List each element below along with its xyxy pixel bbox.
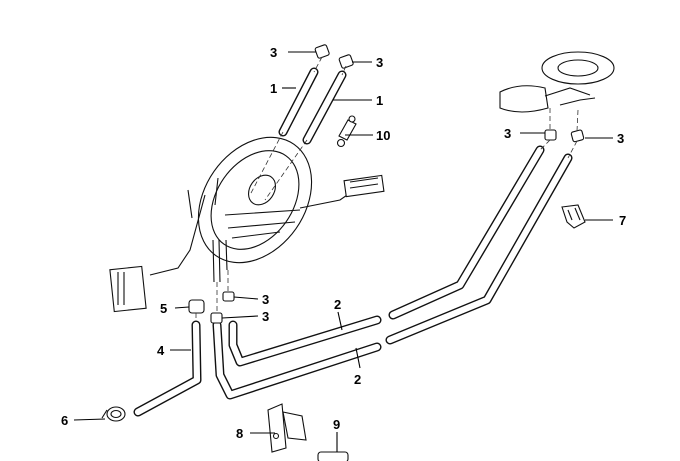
callout-3-mid-b: 3 bbox=[262, 309, 269, 324]
vent-flange-unit bbox=[499, 51, 615, 113]
callout-7: 7 bbox=[619, 213, 626, 228]
callout-1-right: 1 bbox=[376, 93, 383, 108]
clamp-right-a bbox=[544, 129, 557, 141]
bracket-8 bbox=[267, 403, 307, 453]
callout-4: 4 bbox=[157, 343, 165, 358]
callout-8: 8 bbox=[236, 426, 243, 441]
callout-1-left: 1 bbox=[270, 81, 277, 96]
hose-1-left bbox=[278, 67, 319, 137]
hose-clamp-6 bbox=[101, 406, 126, 422]
hose-2-upper bbox=[388, 145, 545, 320]
clamp-right-b bbox=[570, 129, 585, 143]
callout-2-upper: 2 bbox=[334, 297, 341, 312]
callout-3-right-a: 3 bbox=[504, 126, 511, 141]
hose-2-lower-a bbox=[228, 315, 382, 367]
hose-1-right bbox=[302, 70, 347, 145]
hose-2-upper-right bbox=[385, 153, 573, 345]
clamp-top-right bbox=[338, 54, 354, 69]
fitting-10 bbox=[336, 115, 357, 148]
callout-3-mid-a: 3 bbox=[262, 292, 269, 307]
callout-3-top-left: 3 bbox=[270, 45, 277, 60]
hose-4 bbox=[133, 320, 202, 417]
hose-2-lower-b bbox=[212, 320, 382, 400]
callout-3-top-right: 3 bbox=[376, 55, 383, 70]
clip-7 bbox=[561, 204, 586, 229]
callout-3-right-b: 3 bbox=[617, 131, 624, 146]
clamp-mid-a bbox=[222, 291, 235, 302]
level-sensor-block bbox=[109, 265, 147, 313]
callout-2-lower: 2 bbox=[354, 372, 361, 387]
callout-9: 9 bbox=[333, 417, 340, 432]
callout-10: 10 bbox=[376, 128, 390, 143]
clamp-top-left bbox=[314, 44, 330, 59]
clamp-mid-b bbox=[210, 312, 223, 324]
callout-6: 6 bbox=[61, 413, 68, 428]
electrical-connector bbox=[343, 174, 385, 198]
fitting-9 bbox=[317, 451, 349, 461]
callout-5: 5 bbox=[160, 301, 167, 316]
clamp-5 bbox=[188, 299, 205, 314]
tank-sender-unit bbox=[149, 136, 351, 276]
